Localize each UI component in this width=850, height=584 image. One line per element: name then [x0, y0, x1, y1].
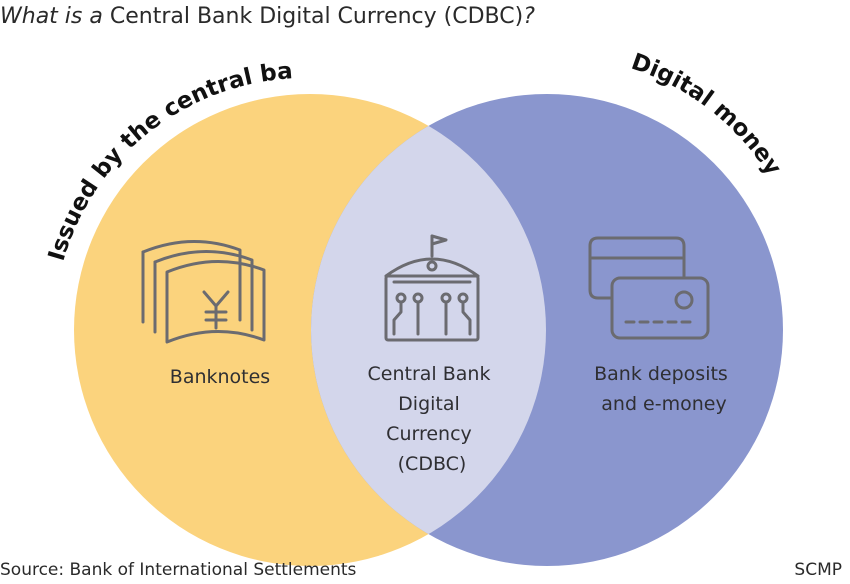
- title-prefix: What is a: [0, 4, 103, 29]
- brand-label: SCMP: [794, 560, 842, 580]
- bank-deposits-label: Bank deposits and e-money: [594, 363, 734, 415]
- cbdc-label: Central Bank Digital Currency (CDBC): [368, 363, 497, 475]
- central-bank-chip-icon: [384, 234, 480, 342]
- source-note: Source: Bank of International Settlement…: [0, 560, 357, 580]
- title-main: Central Bank Digital Currency (CDBC): [109, 4, 524, 29]
- page-title: What is a Central Bank Digital Currency …: [0, 4, 535, 29]
- cards-icon: [588, 236, 710, 340]
- banknotes-label: Banknotes: [170, 366, 270, 388]
- banknotes-icon: [141, 239, 266, 344]
- overlap-region: [311, 94, 546, 566]
- title-suffix: ?: [523, 4, 535, 29]
